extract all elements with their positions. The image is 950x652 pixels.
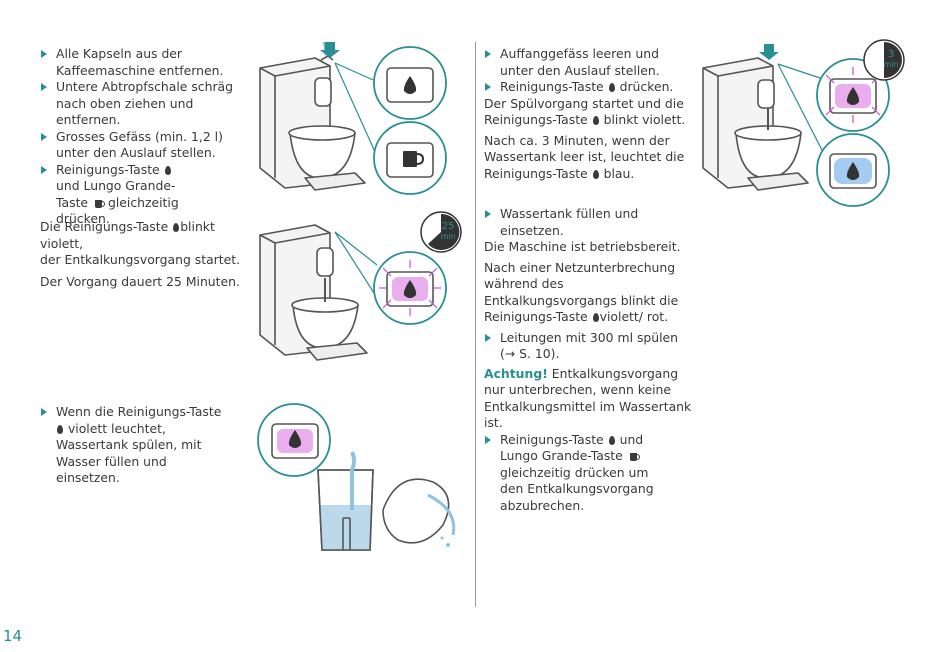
coffee-machine-illustration-2: 25 min — [259, 211, 462, 361]
water-drop-icon — [592, 116, 599, 125]
water-drop-icon — [164, 165, 171, 175]
list-item: Auffanggefäss leeren und unter den Ausla… — [484, 46, 696, 79]
water-tank-illustration — [257, 403, 456, 551]
list-item: Wassertank füllen und einsetzen. — [484, 206, 696, 239]
list-item: Untere Abtropfschale schräg nach oben zi… — [40, 79, 255, 129]
warning-text: Achtung! Entkalkungsvorgang nur unterbre… — [484, 365, 692, 431]
text-line: Die Maschine ist betriebsbereit. — [484, 239, 681, 254]
list-item: Alle Kapseln aus der Kaffeemaschine entf… — [40, 46, 255, 79]
timer-25-value: 25 — [442, 221, 455, 232]
water-drop-icon — [57, 424, 63, 434]
text-line: der Entkalkungsvorgang startet. — [40, 252, 241, 267]
cup-icon — [95, 199, 105, 208]
list-item: Reinigungs-Taste drücken. — [484, 79, 696, 96]
water-drop-icon — [592, 313, 599, 322]
water-drop-icon — [592, 169, 599, 179]
text-line: Der Spülvorgang startet und die Reinigun… — [484, 95, 686, 128]
left-step3-text: Wenn die Reinigungs-Taste violett leucht… — [40, 404, 230, 487]
text-line: Der Vorgang dauert 25 Minuten. — [40, 273, 240, 289]
cup-icon — [629, 453, 640, 461]
water-drop-icon — [173, 223, 180, 232]
right-column-text-lower: Wassertank füllen und einsetzen. Die Mas… — [484, 206, 696, 514]
text-line: Nach einer Netzunterbrechung während des… — [484, 259, 679, 325]
text-line: Die Reinigungs-Taste blinkt violett, — [40, 219, 215, 251]
list-item: Leitungen mit 300 ml spülen(→ S. 10). — [484, 330, 696, 363]
page-number: 14 — [3, 627, 23, 645]
right-column-text: Auffanggefäss leeren und unter den Ausla… — [484, 46, 696, 182]
column-divider — [475, 42, 476, 607]
list-item: Reinigungs-Taste und Lungo Grande-Taste … — [40, 162, 196, 228]
left-step2-text: Die Reinigungs-Taste blinkt violett, der… — [40, 219, 255, 290]
water-drop-icon — [608, 435, 615, 445]
text-line: Nach ca. 3 Minuten, wenn der Wassertank … — [484, 132, 685, 181]
timer-25-unit: min — [440, 232, 455, 241]
list-item: Wenn die Reinigungs-Taste violett leucht… — [40, 404, 230, 487]
list-item: Reinigungs-Taste und Lungo Grande-Taste … — [484, 432, 670, 515]
coffee-machine-illustration-1 — [259, 42, 447, 195]
list-item: Grosses Gefäss (min. 1,2 l) unter den Au… — [40, 129, 255, 162]
coffee-machine-illustration-3: 3 min — [702, 39, 905, 207]
timer-3-value: 3 — [888, 49, 894, 60]
timer-3-unit: min — [883, 60, 898, 69]
water-drop-icon — [608, 83, 615, 92]
left-step1-list: Alle Kapseln aus der Kaffeemaschine entf… — [40, 46, 255, 228]
